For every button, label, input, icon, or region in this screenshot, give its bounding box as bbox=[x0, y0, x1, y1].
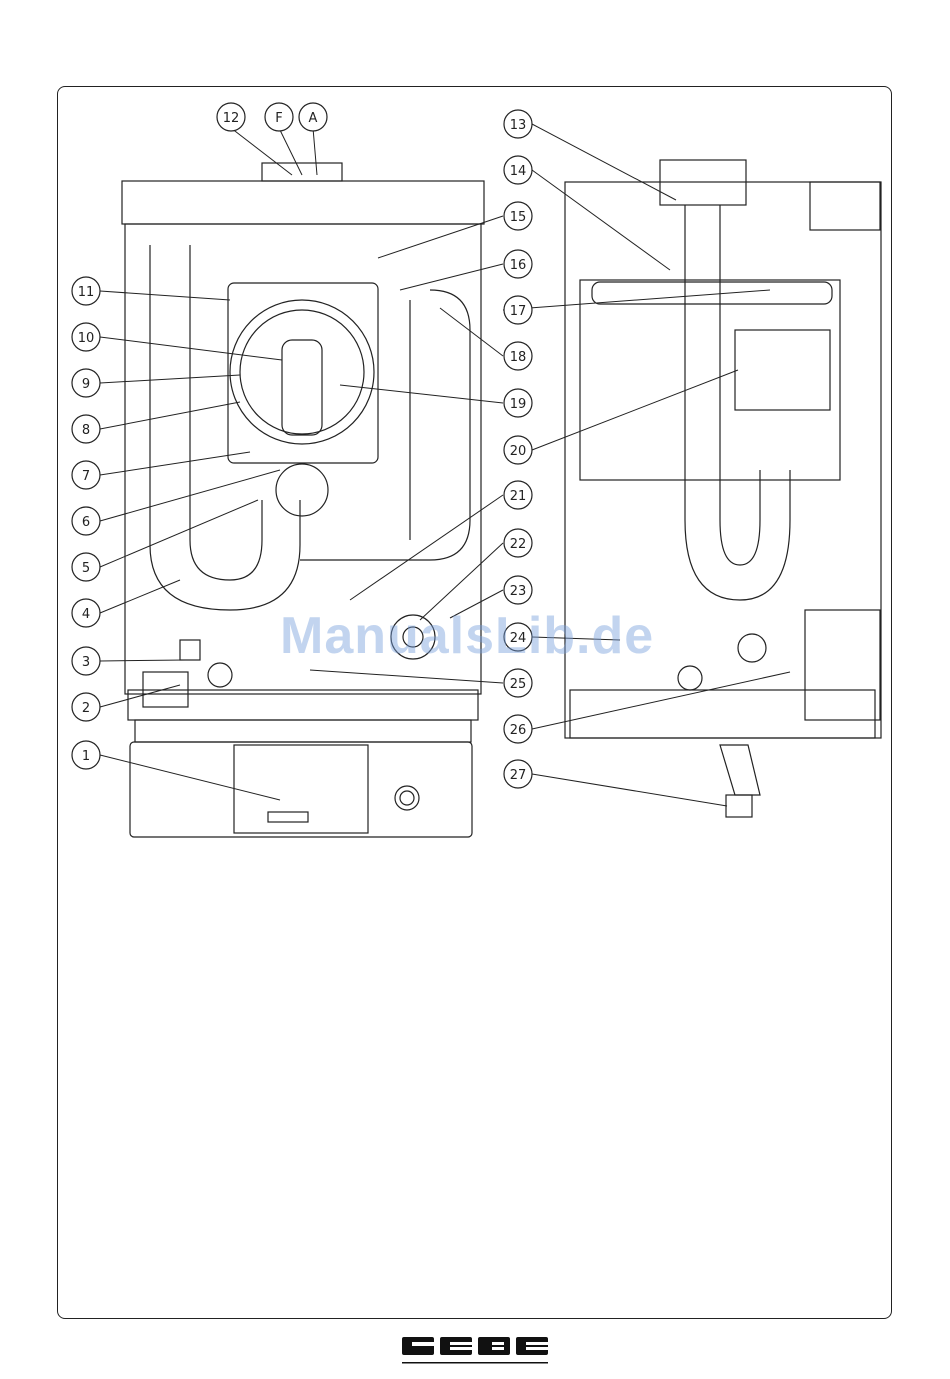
callout-label: A bbox=[309, 111, 318, 126]
front-view bbox=[122, 163, 484, 837]
callout-15: 15 bbox=[504, 202, 532, 230]
callouts-right: 13 14 15 16 17 18 19 20 21 22 23 24 25 2… bbox=[504, 110, 532, 788]
callout-label: 1 bbox=[82, 749, 90, 764]
callout-8: 8 bbox=[72, 415, 100, 443]
leader-lines bbox=[100, 124, 790, 806]
callout-label: 18 bbox=[510, 350, 527, 365]
callout-10: 10 bbox=[72, 323, 100, 351]
callout-label: 15 bbox=[510, 210, 527, 225]
gebe-logo bbox=[402, 1334, 548, 1366]
callout-27: 27 bbox=[504, 760, 532, 788]
callout-label: 11 bbox=[78, 285, 95, 300]
callout-14: 14 bbox=[504, 156, 532, 184]
callout-label: 14 bbox=[510, 164, 527, 179]
side-view bbox=[565, 160, 881, 817]
callout-label: 20 bbox=[510, 444, 527, 459]
callout-label: 12 bbox=[223, 111, 240, 126]
callout-label: 26 bbox=[510, 723, 527, 738]
callout-label: 13 bbox=[510, 118, 527, 133]
callout-11: 11 bbox=[72, 277, 100, 305]
callout-label: 9 bbox=[82, 377, 90, 392]
callout-25: 25 bbox=[504, 669, 532, 697]
callout-19: 19 bbox=[504, 389, 532, 417]
callout-26: 26 bbox=[504, 715, 532, 743]
callout-23: 23 bbox=[504, 576, 532, 604]
callout-3: 3 bbox=[72, 647, 100, 675]
callout-4: 4 bbox=[72, 599, 100, 627]
callout-label: 25 bbox=[510, 677, 527, 692]
callout-21: 21 bbox=[504, 481, 532, 509]
callout-label: 23 bbox=[510, 584, 527, 599]
callout-1: 1 bbox=[72, 741, 100, 769]
callout-label: 4 bbox=[82, 607, 90, 622]
callout-6: 6 bbox=[72, 507, 100, 535]
callout-label: 3 bbox=[82, 655, 90, 670]
callout-label: 21 bbox=[510, 489, 527, 504]
callout-label: 6 bbox=[82, 515, 90, 530]
callout-label: 27 bbox=[510, 768, 527, 783]
callout-f: F bbox=[265, 103, 293, 131]
callout-7: 7 bbox=[72, 461, 100, 489]
callout-label: 5 bbox=[82, 561, 90, 576]
callout-label: 17 bbox=[510, 304, 527, 319]
callouts-left: 12 F A 11 10 9 8 7 6 5 4 3 2 1 bbox=[72, 103, 327, 769]
callout-label: 10 bbox=[78, 331, 95, 346]
callout-12: 12 bbox=[217, 103, 245, 131]
callout-16: 16 bbox=[504, 250, 532, 278]
callout-label: F bbox=[275, 111, 282, 126]
callout-label: 16 bbox=[510, 258, 527, 273]
callout-20: 20 bbox=[504, 436, 532, 464]
callout-label: 8 bbox=[82, 423, 90, 438]
callout-17: 17 bbox=[504, 296, 532, 324]
callout-label: 2 bbox=[82, 701, 90, 716]
callout-13: 13 bbox=[504, 110, 532, 138]
watermark-text: ManualsLib.de bbox=[280, 606, 654, 666]
callout-9: 9 bbox=[72, 369, 100, 397]
callout-2: 2 bbox=[72, 693, 100, 721]
callout-22: 22 bbox=[504, 529, 532, 557]
callout-5: 5 bbox=[72, 553, 100, 581]
callout-a: A bbox=[299, 103, 327, 131]
callout-label: 7 bbox=[82, 469, 90, 484]
callout-18: 18 bbox=[504, 342, 532, 370]
callout-label: 19 bbox=[510, 397, 527, 412]
callout-label: 22 bbox=[510, 537, 527, 552]
